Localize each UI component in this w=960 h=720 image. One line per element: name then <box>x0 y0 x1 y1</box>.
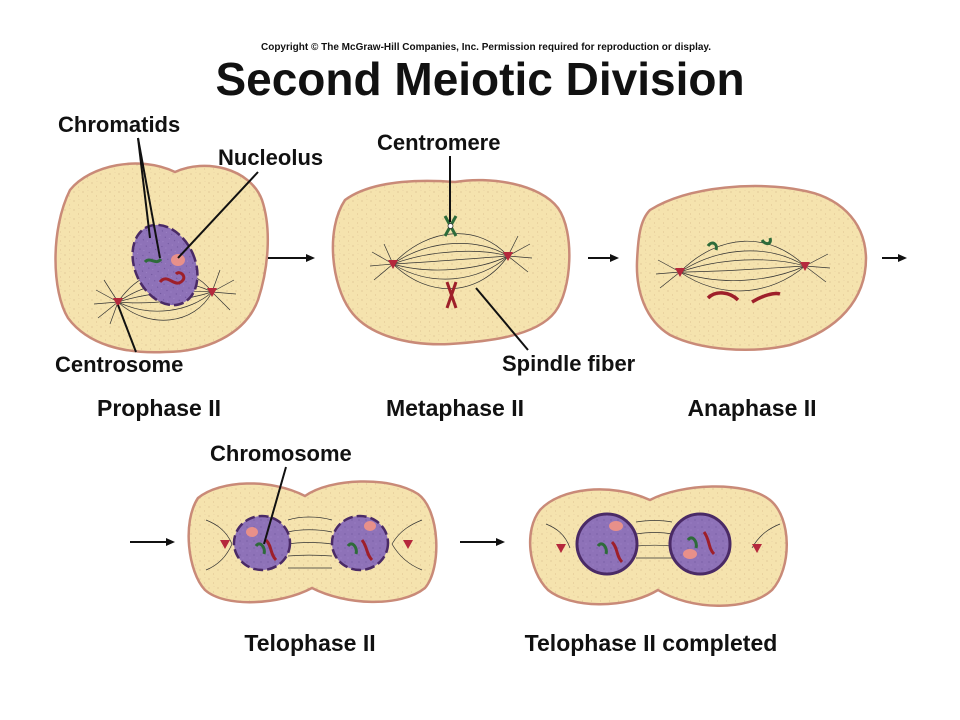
completed-nucleus-left <box>575 512 639 576</box>
anaphase-cell-membrane <box>635 184 868 351</box>
anaphase-chromatid-red-right <box>751 291 781 304</box>
stage-telophase-ii-completed: Telophase II completed <box>525 630 778 656</box>
completed-nucleus-right <box>668 512 732 576</box>
chromosome-leader <box>263 466 287 545</box>
anaphase-spindle-fibers <box>679 240 806 292</box>
completed-chromosome-green-right <box>686 536 698 549</box>
arrow-into-telophase <box>130 538 175 546</box>
centrosome-leader <box>117 304 137 353</box>
label-chromatids: Chromatids <box>58 112 180 137</box>
prophase-nucleus <box>131 223 199 307</box>
stage-prophase-ii: Prophase II <box>97 395 221 421</box>
completed-nucleolus-right <box>683 549 697 559</box>
stage-anaphase-ii: Anaphase II <box>687 395 816 421</box>
copyright-notice: Copyright © The McGraw-Hill Companies, I… <box>261 42 711 53</box>
anaphase-centrosome-right <box>800 262 810 271</box>
completed-chromosome-red-left <box>610 540 624 564</box>
stage-metaphase-ii: Metaphase II <box>386 395 524 421</box>
telophase-ii-cell <box>187 480 438 604</box>
stage-telophase-ii: Telophase II <box>244 630 375 656</box>
metaphase-cell-membrane <box>331 178 571 346</box>
telophase-chromosome-green-left <box>254 542 266 555</box>
completed-centrosome-right <box>752 544 762 553</box>
metaphase-chromosome-red <box>445 281 458 309</box>
anaphase-chromatid-red-left <box>706 291 740 302</box>
telophase-chromosome-red-right <box>360 539 374 562</box>
anaphase-centrosome-left <box>675 268 685 277</box>
telophase-centrosome-right <box>403 540 413 549</box>
arrow-metaphase-to-anaphase <box>588 254 619 262</box>
telophase-nucleolus-left <box>246 527 258 537</box>
chromatids-leader-2 <box>137 137 161 259</box>
telophase-chromosome-red-left <box>264 538 278 562</box>
metaphase-centrosome-left <box>388 260 398 269</box>
metaphase-spindle-fibers <box>392 233 509 290</box>
prophase-centrosome-left <box>113 298 123 307</box>
prophase-centrosome-right <box>207 288 217 297</box>
telophase-spindle-fibers <box>205 516 423 571</box>
completed-centrosome-left <box>556 544 566 553</box>
prophase-nucleolus <box>171 254 185 266</box>
arrow-anaphase-to-telophase <box>882 254 907 262</box>
metaphase-ii-cell <box>331 178 571 346</box>
telophase-cell-membrane <box>187 480 438 604</box>
label-centrosome: Centrosome <box>55 352 183 377</box>
label-chromosome: Chromosome <box>210 441 352 466</box>
metaphase-centromere-dot <box>447 223 454 229</box>
telophase-centrosome-left <box>220 540 230 549</box>
telophase-chromosome-green-right <box>346 542 358 555</box>
chromatids-leader-1 <box>137 137 151 239</box>
completed-cell-membrane <box>528 485 788 607</box>
metaphase-centrosome-right <box>503 252 513 261</box>
completed-chromosome-red-right <box>702 531 716 556</box>
page-title: Second Meiotic Division <box>215 53 744 105</box>
completed-nucleolus-left <box>609 521 623 531</box>
spindle-fiber-leader <box>475 287 529 351</box>
label-nucleolus: Nucleolus <box>218 145 323 170</box>
prophase-chromatid-red <box>158 271 186 285</box>
prophase-chromatid-green <box>143 257 163 264</box>
prophase-ii-cell <box>54 162 269 354</box>
telophase-nucleolus-right <box>364 521 376 531</box>
telophase-nucleus-left <box>232 514 292 572</box>
anaphase-chromatid-green-left <box>706 241 718 251</box>
anaphase-chromatid-green-right <box>760 237 772 246</box>
arrow-telophase-to-completed <box>460 538 505 546</box>
completed-chromosome-green-left <box>596 542 608 555</box>
label-spindle-fiber: Spindle fiber <box>502 351 636 376</box>
telophase-nucleus-right <box>330 514 390 572</box>
anaphase-ii-cell <box>635 184 868 351</box>
nucleolus-leader <box>177 171 259 259</box>
telophase-ii-completed-cell <box>528 485 788 607</box>
arrow-prophase-to-metaphase <box>268 254 315 262</box>
label-centromere: Centromere <box>377 130 500 155</box>
